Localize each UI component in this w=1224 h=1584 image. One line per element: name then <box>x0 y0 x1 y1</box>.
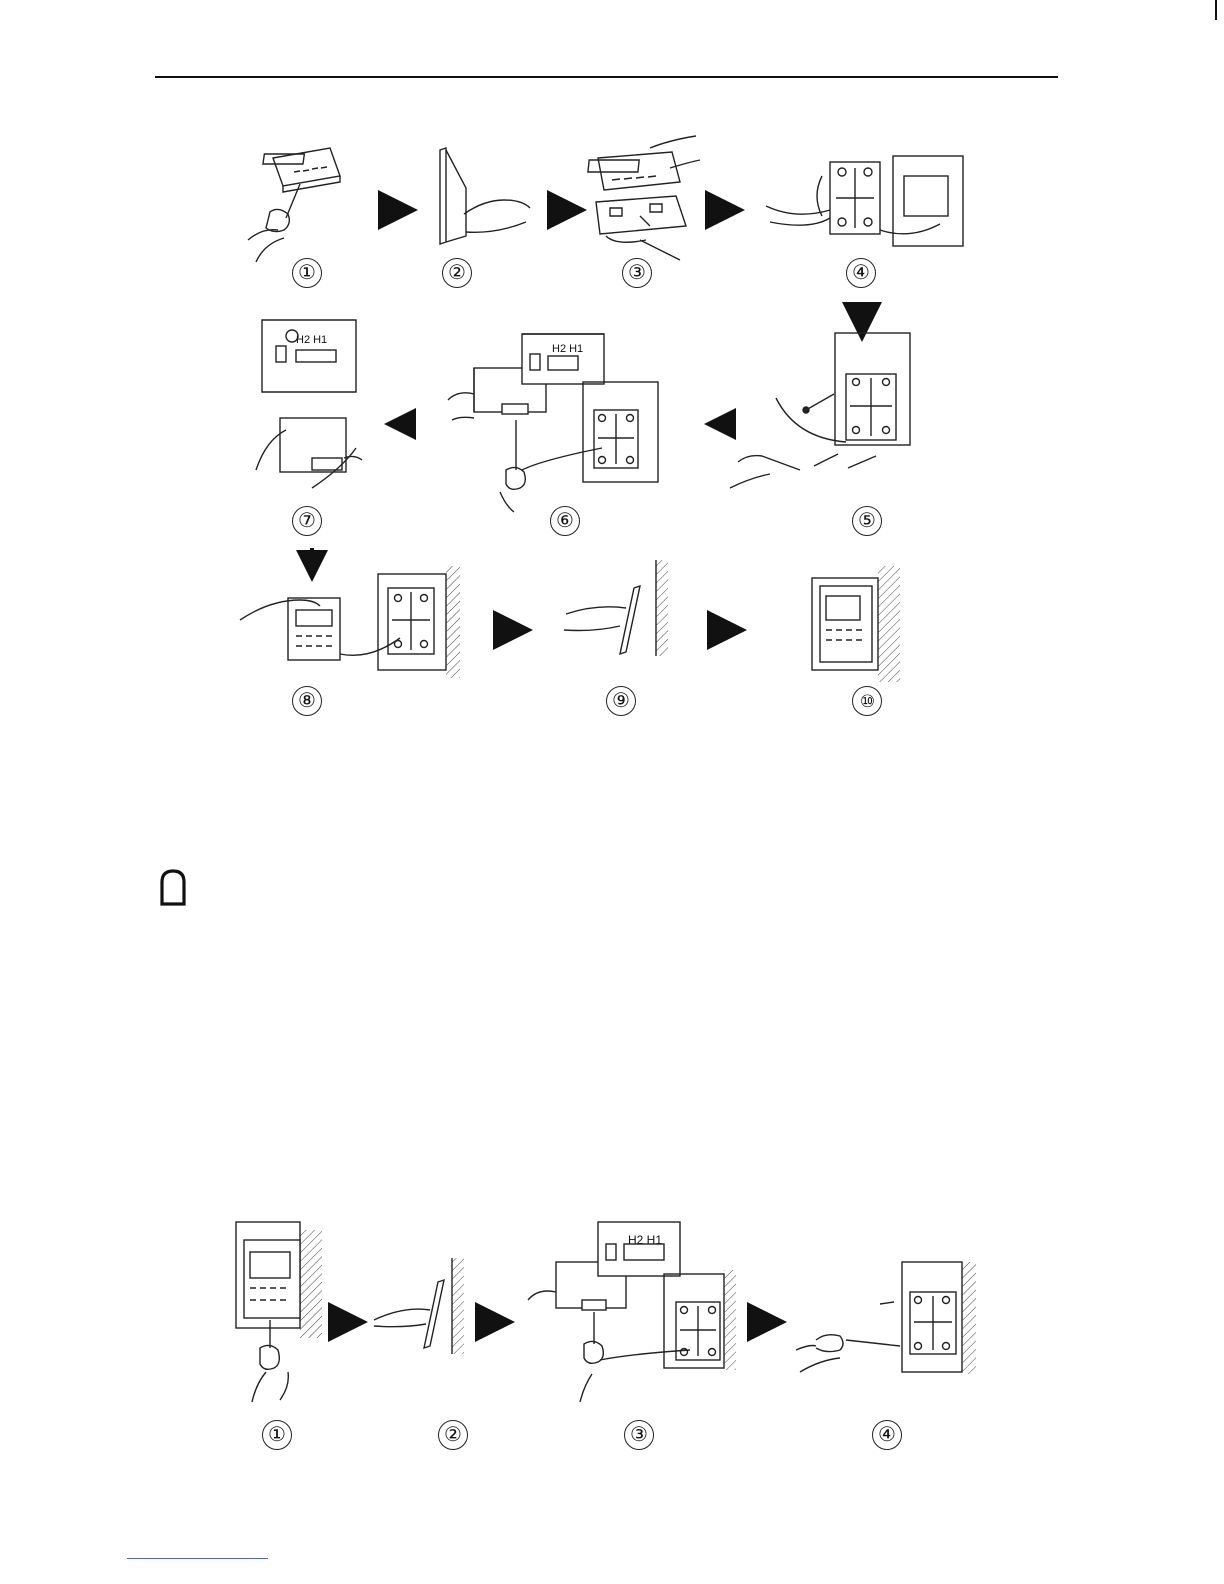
removal-step-2-drawing <box>374 1258 464 1354</box>
terminal-label-step-7: H2 H1 <box>296 334 327 346</box>
install-step-3-number: ③ <box>622 258 652 288</box>
install-step-2-drawing <box>440 148 530 244</box>
removal-step-3-number: ③ <box>624 1420 654 1450</box>
install-step-7-number: ⑦ <box>292 506 322 536</box>
note-bracket-icon <box>158 868 188 906</box>
install-step-9-drawing <box>564 560 668 656</box>
terminal-label-removal: H2 H1 <box>628 1233 662 1247</box>
removal-step-1-number: ① <box>262 1420 292 1450</box>
removal-step-4-number: ④ <box>872 1420 902 1450</box>
install-step-6-drawing <box>448 334 658 512</box>
install-step-4-drawing <box>766 156 963 246</box>
removal-step-2-number: ② <box>438 1420 468 1450</box>
install-step-5-number: ⑤ <box>852 506 882 536</box>
removal-step-1-drawing <box>236 1222 322 1402</box>
install-step-8-drawing <box>240 566 460 678</box>
install-step-3-drawing <box>588 136 700 260</box>
footer-link-underline[interactable] <box>127 1558 268 1559</box>
removal-step-3-drawing <box>528 1222 736 1402</box>
install-step-1-number: ① <box>292 258 322 288</box>
removal-step-4-drawing <box>796 1262 976 1374</box>
install-step-1-drawing <box>248 148 340 262</box>
install-step-4-number: ④ <box>846 258 876 288</box>
install-step-9-number: ⑨ <box>606 686 636 716</box>
terminal-label-step-6: H2 H1 <box>552 343 583 355</box>
install-step-8-number: ⑧ <box>292 686 322 716</box>
install-step-5-drawing <box>730 333 910 488</box>
install-step-10-drawing <box>812 566 900 682</box>
install-step-10-number: ⑩ <box>852 686 882 716</box>
install-step-2-number: ② <box>442 258 472 288</box>
install-step-6-number: ⑥ <box>550 506 580 536</box>
